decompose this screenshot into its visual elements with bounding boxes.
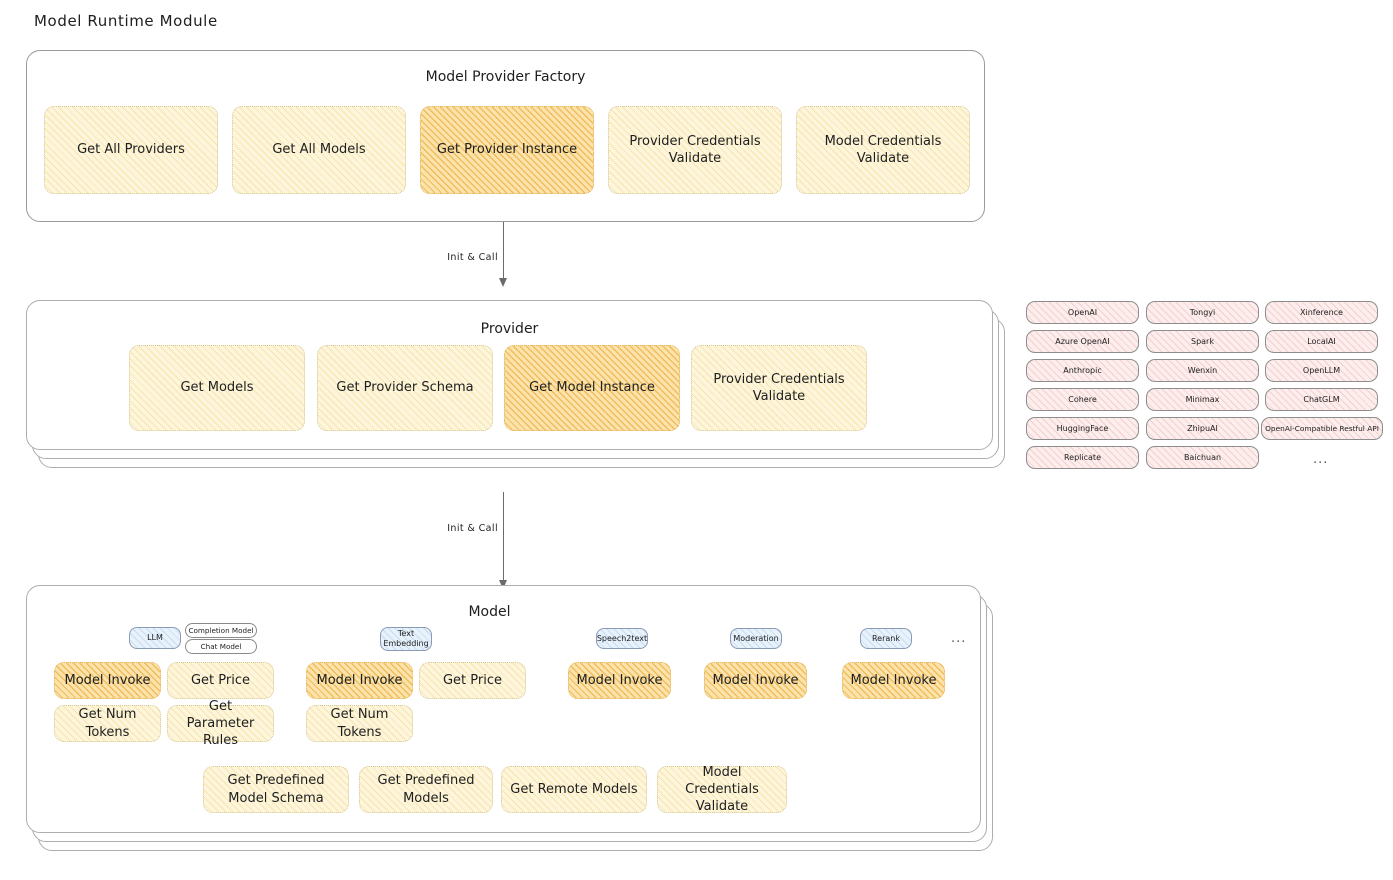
model-method-model-credentials-validate[interactable]: Model Credentials Validate <box>657 765 787 814</box>
provider-pill-huggingface[interactable]: HuggingFace <box>1026 417 1139 440</box>
provider-pill-chatglm[interactable]: ChatGLM <box>1265 388 1378 411</box>
page-title: Model Runtime Module <box>34 12 218 30</box>
arrow-provider-to-model-head <box>499 580 507 589</box>
llm-method-model-invoke[interactable]: Model Invoke <box>54 662 161 699</box>
model-type-badge-moderation[interactable]: Moderation <box>730 628 782 649</box>
factory-method-get-all-providers[interactable]: Get All Providers <box>44 106 218 194</box>
text-embedding-method-get-num-tokens[interactable]: Get Num Tokens <box>306 705 413 742</box>
provider-pill-anthropic[interactable]: Anthropic <box>1026 359 1139 382</box>
provider-method-get-model-instance[interactable]: Get Model Instance <box>504 345 680 431</box>
arrow-factory-to-provider-label: Init & Call <box>447 252 498 263</box>
factory-method-provider-credentials-validate[interactable]: Provider Credentials Validate <box>608 106 782 194</box>
provider-pill-replicate[interactable]: Replicate <box>1026 446 1139 469</box>
provider-list-more-ellipsis: ... <box>1313 452 1329 467</box>
model-type-badge-text-embedding[interactable]: Text Embedding <box>380 627 432 651</box>
model-subbadge-chat-model[interactable]: Chat Model <box>185 639 257 654</box>
llm-method-get-price[interactable]: Get Price <box>167 662 274 699</box>
factory-method-get-provider-instance[interactable]: Get Provider Instance <box>420 106 594 194</box>
text-embedding-method-get-price[interactable]: Get Price <box>419 662 526 699</box>
provider-pill-minimax[interactable]: Minimax <box>1146 388 1259 411</box>
provider-pill-xinference[interactable]: Xinference <box>1265 301 1378 324</box>
provider-pill-openai[interactable]: OpenAI <box>1026 301 1139 324</box>
factory-method-model-credentials-validate[interactable]: Model Credentials Validate <box>796 106 970 194</box>
provider-pill-zhipuai[interactable]: ZhipuAI <box>1146 417 1259 440</box>
provider-method-get-models[interactable]: Get Models <box>129 345 305 431</box>
llm-method-get-parameter-rules[interactable]: Get Parameter Rules <box>167 699 274 748</box>
model-provider-factory-title: Model Provider Factory <box>425 69 586 85</box>
model-type-badge-llm[interactable]: LLM <box>129 627 181 649</box>
provider-pill-openllm[interactable]: OpenLLM <box>1265 359 1378 382</box>
provider-method-provider-credentials-validate[interactable]: Provider Credentials Validate <box>691 345 867 431</box>
arrow-provider-to-model-label: Init & Call <box>447 523 498 534</box>
model-method-get-predefined-models[interactable]: Get Predefined Models <box>359 766 493 813</box>
arrow-provider-to-model-line <box>503 492 504 582</box>
arrow-factory-to-provider-head <box>499 278 507 287</box>
provider-pill-tongyi[interactable]: Tongyi <box>1146 301 1259 324</box>
model-title: Model <box>468 604 511 620</box>
model-type-badge-speech2text[interactable]: Speech2text <box>596 628 648 649</box>
rerank-method-model-invoke[interactable]: Model Invoke <box>842 662 945 699</box>
arrow-factory-to-provider-line <box>503 222 504 280</box>
provider-pill-wenxin[interactable]: Wenxin <box>1146 359 1259 382</box>
provider-pill-localai[interactable]: LocalAI <box>1265 330 1378 353</box>
provider-pill-azure-openai[interactable]: Azure OpenAI <box>1026 330 1139 353</box>
factory-method-get-all-models[interactable]: Get All Models <box>232 106 406 194</box>
llm-method-get-num-tokens[interactable]: Get Num Tokens <box>54 705 161 742</box>
model-method-get-predefined-model-schema[interactable]: Get Predefined Model Schema <box>203 766 349 813</box>
model-method-get-remote-models[interactable]: Get Remote Models <box>501 766 647 813</box>
model-subbadge-completion-model[interactable]: Completion Model <box>185 623 257 638</box>
speech2text-method-model-invoke[interactable]: Model Invoke <box>568 662 671 699</box>
model-type-badge-rerank[interactable]: Rerank <box>860 628 912 649</box>
provider-pill-cohere[interactable]: Cohere <box>1026 388 1139 411</box>
provider-pill-spark[interactable]: Spark <box>1146 330 1259 353</box>
text-embedding-method-model-invoke[interactable]: Model Invoke <box>306 662 413 699</box>
provider-title: Provider <box>480 321 539 337</box>
provider-method-get-provider-schema[interactable]: Get Provider Schema <box>317 345 493 431</box>
provider-pill-openai-compatible-restful-api[interactable]: OpenAI-Compatible Restful API <box>1261 417 1383 440</box>
provider-pill-baichuan[interactable]: Baichuan <box>1146 446 1259 469</box>
model-types-more-ellipsis: ... <box>951 631 967 646</box>
moderation-method-model-invoke[interactable]: Model Invoke <box>704 662 807 699</box>
